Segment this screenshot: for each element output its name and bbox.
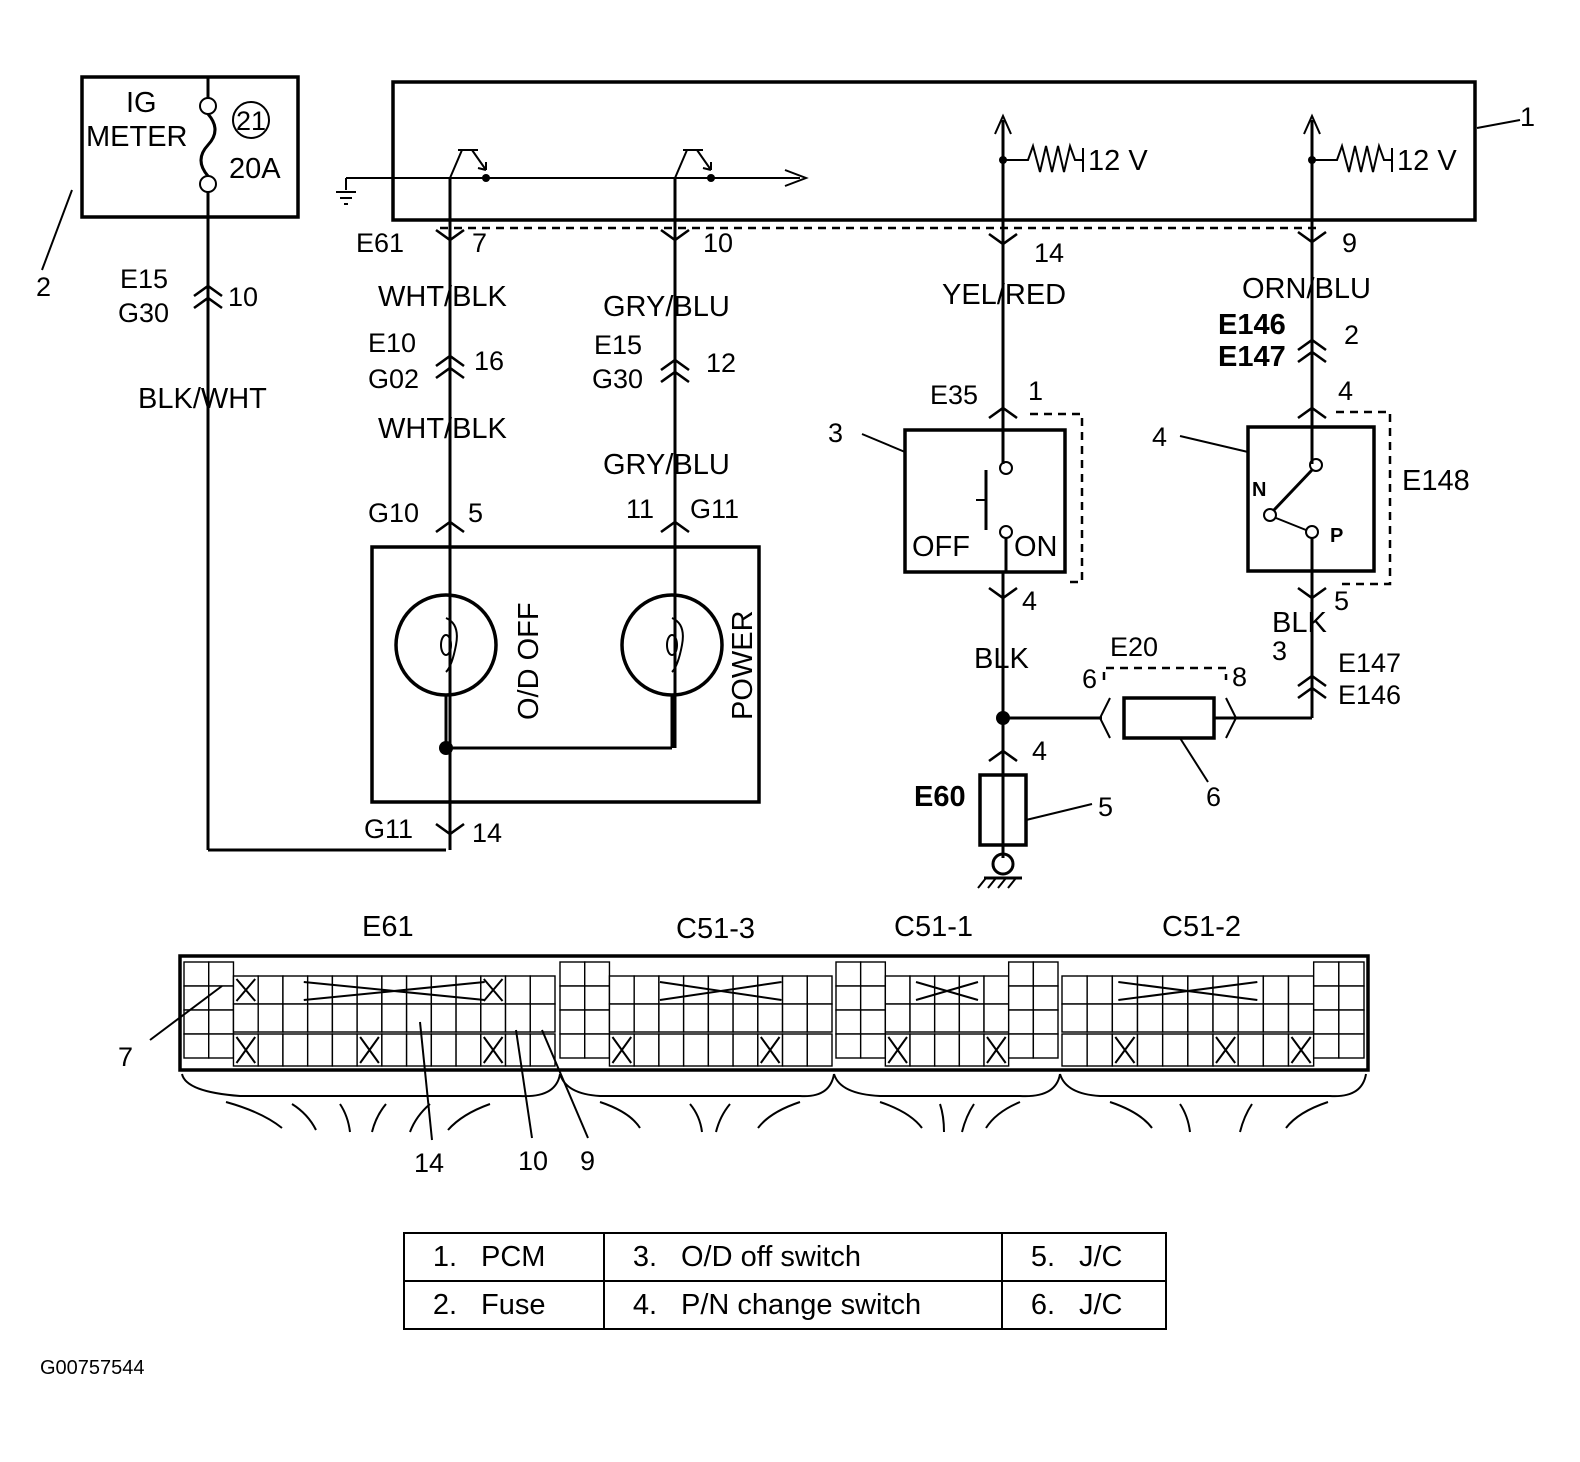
meter-lamp-box: O/D OFF POWER [370, 545, 761, 804]
conn-e35: E35 [930, 380, 978, 410]
pin-e148-5: 5 [1334, 586, 1349, 616]
od-switch-on-label: ON [1014, 531, 1058, 563]
pin-e146-e147-2: 2 [1344, 320, 1359, 350]
conn-e147-bottom: E147 [1338, 648, 1401, 678]
lamp-label-power: POWER [727, 610, 759, 720]
wire-label-blk-wht: BLK/WHT [138, 383, 267, 415]
legend-cell: 3.O/D off switch [603, 1232, 1003, 1282]
pin-g10-5: 5 [468, 498, 483, 528]
pin-e147-e146-3: 3 [1272, 636, 1287, 666]
wire-label-gry-blu-2: GRY/BLU [603, 449, 730, 481]
conn-e15-mid: E15 [594, 330, 642, 360]
wire-label-blk-1: BLK [974, 643, 1029, 675]
pin-e20-8: 8 [1232, 662, 1247, 692]
pcm-connector-label-c51-1: C51-1 [894, 911, 973, 943]
conn-g30-left: G30 [118, 298, 169, 328]
callout-1: 1 [1520, 102, 1535, 132]
pin-e61-10: 10 [703, 228, 733, 258]
legend-item-fuse: Fuse [481, 1288, 546, 1321]
callout-14: 14 [414, 1148, 444, 1178]
callout-10: 10 [518, 1146, 548, 1176]
pin-e60-4: 4 [1032, 736, 1047, 766]
pin-e20-6: 6 [1082, 664, 1097, 694]
pin-e15-g30-mid: 12 [706, 348, 736, 378]
conn-e60: E60 [914, 781, 966, 813]
legend-row: 1.PCM 3.O/D off switch 5.J/C [403, 1232, 1167, 1282]
pcm-box: 12 V 12 V [336, 80, 1477, 222]
figure-id: G00757544 [40, 1357, 145, 1379]
legend-item-pcm: PCM [481, 1240, 546, 1273]
conn-e148: E148 [1402, 465, 1470, 497]
legend-cell: 4.P/N change switch [603, 1280, 1003, 1330]
callout-2-leader [41, 189, 73, 271]
od-switch-off-label: OFF [912, 531, 970, 563]
pin-g11-11: 11 [626, 494, 654, 524]
od-off-switch: OFF ON [903, 428, 1067, 574]
pcm-connector-label-e61: E61 [362, 911, 414, 943]
pcm-connector-face [178, 954, 1370, 1133]
pcm-connector-label-c51-3: C51-3 [676, 913, 755, 945]
power-lamp-icon [620, 593, 724, 697]
conn-g10: G10 [368, 498, 419, 528]
callout-9: 9 [580, 1146, 595, 1176]
legend-cell: 2.Fuse [403, 1280, 605, 1330]
legend-cell: 1.PCM [403, 1232, 605, 1282]
pin-g11-14: 14 [472, 818, 502, 848]
conn-g11-bottom: G11 [364, 814, 413, 844]
fuse-rating: 20A [229, 153, 281, 185]
legend-item-od-off-switch: O/D off switch [681, 1240, 861, 1273]
conn-e146-bottom: E146 [1338, 680, 1401, 710]
pin-e35-4: 4 [1022, 586, 1037, 616]
pin-e61-7: 7 [472, 228, 487, 258]
legend-cell: 6.J/C [1001, 1280, 1167, 1330]
legend-cell: 5.J/C [1001, 1232, 1167, 1282]
callout-4: 4 [1152, 422, 1167, 452]
legend-item-pn-change-switch: P/N change switch [681, 1288, 922, 1321]
fuse-box: IG METER 21 20A [80, 75, 300, 219]
fuse-box-label-meter: METER [86, 121, 188, 153]
pcm-voltage-right: 12 V [1397, 145, 1457, 177]
legend-item-jc-5: J/C [1079, 1240, 1123, 1273]
fuse-number: 21 [236, 106, 266, 136]
pin-e61-14: 14 [1034, 238, 1064, 268]
wire-label-blk-2: BLK [1272, 607, 1327, 639]
pn-switch-p-label: P [1330, 525, 1343, 547]
legend-item-jc-6: J/C [1079, 1288, 1123, 1321]
wire-label-gry-blu-1: GRY/BLU [603, 291, 730, 323]
joint-connector-e20 [1122, 696, 1216, 740]
conn-e20: E20 [1110, 632, 1158, 662]
conn-e147-top: E147 [1218, 341, 1286, 373]
conn-g11-top: G11 [690, 494, 739, 524]
callout-5: 5 [1098, 792, 1113, 822]
callout-2: 2 [36, 272, 51, 302]
pin-e148-4: 4 [1338, 376, 1353, 406]
callout-6: 6 [1206, 782, 1221, 812]
callout-7: 7 [118, 1042, 133, 1072]
legend-table: 1.PCM 3.O/D off switch 5.J/C 2.Fuse 4.P/… [403, 1232, 1167, 1330]
wire-label-wht-blk-2: WHT/BLK [378, 413, 508, 445]
pn-switch-n-label: N [1252, 479, 1266, 501]
pcm-voltage-left: 12 V [1088, 145, 1148, 177]
legend-row: 2.Fuse 4.P/N change switch 6.J/C [403, 1280, 1167, 1330]
conn-g02: G02 [368, 364, 419, 394]
od-off-lamp-icon [394, 593, 498, 697]
fuse-box-label-ig: IG [126, 87, 157, 119]
callout-3: 3 [828, 418, 843, 448]
conn-g30-mid: G30 [592, 364, 643, 394]
conn-e61-label: E61 [356, 228, 404, 258]
wire-label-yel-red: YEL/RED [942, 279, 1066, 311]
wire-label-orn-blu: ORN/BLU [1242, 273, 1371, 305]
conn-e10: E10 [368, 328, 416, 358]
pin-e10-g02: 16 [474, 346, 504, 376]
conn-e15-g30-pin-left: 10 [228, 282, 258, 312]
pin-e35-1: 1 [1028, 376, 1043, 406]
conn-e15-left: E15 [120, 264, 168, 294]
ground-icon [991, 852, 1015, 876]
pcm-connector-label-c51-2: C51-2 [1162, 911, 1241, 943]
pin-e61-9: 9 [1342, 228, 1357, 258]
wire-label-wht-blk-1: WHT/BLK [378, 281, 508, 313]
conn-e146-top: E146 [1218, 309, 1286, 341]
lamp-label-od-off: O/D OFF [513, 602, 545, 720]
